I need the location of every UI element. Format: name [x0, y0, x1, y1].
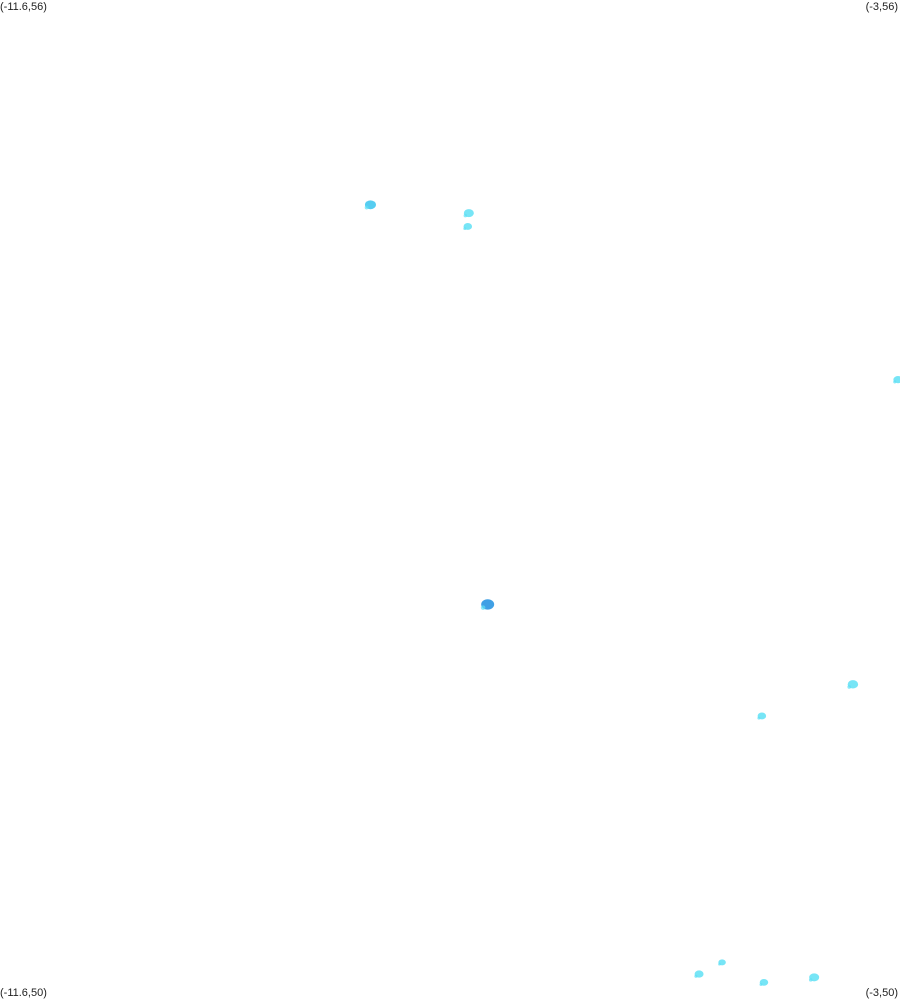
activity-blob [893, 376, 900, 384]
activity-blob-speckle [364, 205, 369, 210]
corner-label-top-right: (-3,56) [865, 1, 898, 13]
activity-blob [847, 680, 859, 689]
activity-blob [808, 973, 820, 982]
activity-blob [364, 200, 376, 210]
corner-label-bottom-left: (-11.6,50) [0, 987, 47, 999]
activity-blob [757, 712, 767, 720]
activity-blob-speckle [718, 962, 721, 966]
activity-blob [463, 223, 473, 231]
activity-blob-speckle [463, 227, 467, 231]
activity-blob-speckle [480, 605, 486, 610]
activity-blob [718, 959, 726, 966]
activity-blob-speckle [757, 716, 761, 720]
activity-blob-speckle [847, 685, 852, 689]
activity-blob [480, 599, 495, 610]
activity-blob-speckle [808, 978, 813, 982]
activity-blob-speckle [694, 974, 698, 978]
activity-blob [463, 209, 474, 218]
corner-label-bottom-right: (-3,50) [865, 987, 898, 999]
corner-label-top-left: (-11.6,56) [0, 1, 47, 13]
activity-blob [694, 970, 704, 978]
activity-blob-speckle [759, 982, 763, 986]
blob-layer [364, 200, 900, 986]
activity-blob-speckle [893, 380, 897, 384]
activity-blob-speckle [463, 213, 468, 218]
activity-blob [759, 978, 769, 986]
